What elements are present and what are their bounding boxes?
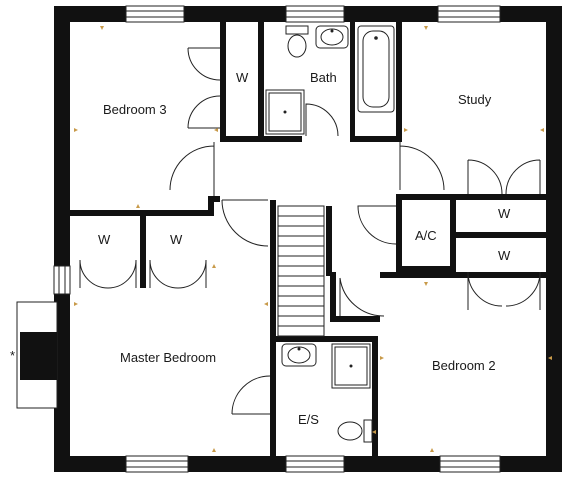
dimension-markers — [74, 26, 552, 452]
marker-bed2-left — [380, 356, 384, 360]
label-bedroom-2: Bedroom 2 — [432, 358, 496, 373]
doors — [79, 47, 541, 415]
label-bedroom-3: Bedroom 3 — [103, 102, 167, 117]
marker-master-left — [74, 302, 78, 306]
marker-study-top — [424, 26, 428, 30]
marker-bed2-bottom — [430, 448, 434, 452]
label-w-bedroom2: W — [498, 248, 511, 263]
label-w-bedroom3: W — [236, 70, 249, 85]
marker-study-right — [540, 128, 544, 132]
stairs — [277, 205, 325, 337]
label-w-master-2: W — [170, 232, 183, 247]
bath-fixtures — [265, 25, 395, 135]
marker-bed3-top — [100, 26, 104, 30]
marker-bed3-bottom — [136, 204, 140, 208]
label-w-study: W — [498, 206, 511, 221]
label-es: E/S — [298, 412, 319, 427]
asterisk-note: * — [10, 348, 15, 363]
es-fixtures — [281, 343, 373, 443]
label-ac: A/C — [415, 228, 437, 243]
marker-bed2-top — [424, 282, 428, 286]
chimney — [16, 301, 58, 409]
marker-bed3-left — [74, 128, 78, 132]
room-labels: Bedroom 3 W Bath Study W A/C W W W Maste… — [98, 70, 511, 427]
exterior-walls — [54, 6, 562, 472]
marker-es-left — [372, 430, 376, 434]
marker-study-left — [404, 128, 408, 132]
interior-walls — [70, 22, 546, 456]
label-w-master-1: W — [98, 232, 111, 247]
marker-bed2-right — [548, 356, 552, 360]
marker-master-bottom — [212, 448, 216, 452]
marker-bed3-right — [214, 128, 218, 132]
label-study: Study — [458, 92, 492, 107]
marker-master-top — [212, 264, 216, 268]
label-bath: Bath — [310, 70, 337, 85]
label-master-bedroom: Master Bedroom — [120, 350, 216, 365]
marker-master-right — [264, 302, 268, 306]
windows — [53, 5, 501, 473]
